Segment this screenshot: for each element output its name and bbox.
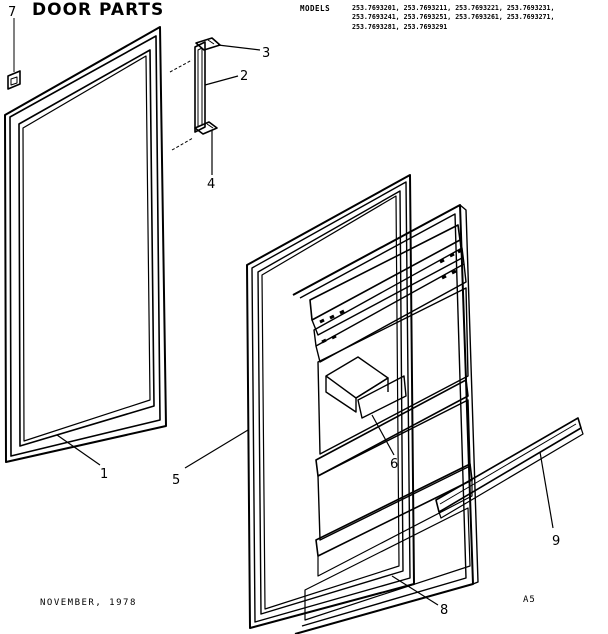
callout-8: 8 [440, 603, 448, 618]
footer-code: A5 [523, 595, 536, 605]
door-gasket-part [4, 26, 167, 463]
models-line: 253.7693281, 253.7693291 [352, 22, 448, 31]
callout-9: 9 [552, 534, 560, 549]
footer-date: NOVEMBER, 1978 [40, 598, 137, 608]
models-list: 253.7693201, 253.7693211, 253.7693221, 2… [352, 4, 554, 32]
callout-2: 2 [240, 69, 248, 84]
callout-7: 7 [8, 5, 16, 20]
callout-6: 6 [390, 457, 398, 472]
handle-bracket-part [169, 37, 221, 151]
callout-3: 3 [262, 46, 270, 61]
models-line: 253.7693201, 253.7693211, 253.7693221, 2… [352, 4, 555, 12]
models-line: 253.7693241, 253.7693251, 253.7693261, 2… [352, 13, 555, 22]
door-liner-part [292, 204, 479, 634]
callout-4: 4 [207, 177, 215, 192]
diagram-title: DOOR PARTS [32, 0, 165, 20]
callout-1: 1 [100, 467, 108, 482]
clip-part [7, 18, 21, 90]
leader-lines [56, 44, 554, 606]
callout-5: 5 [172, 473, 180, 488]
shelf-bar-part [435, 417, 584, 519]
models-label: MODELS [300, 4, 331, 13]
